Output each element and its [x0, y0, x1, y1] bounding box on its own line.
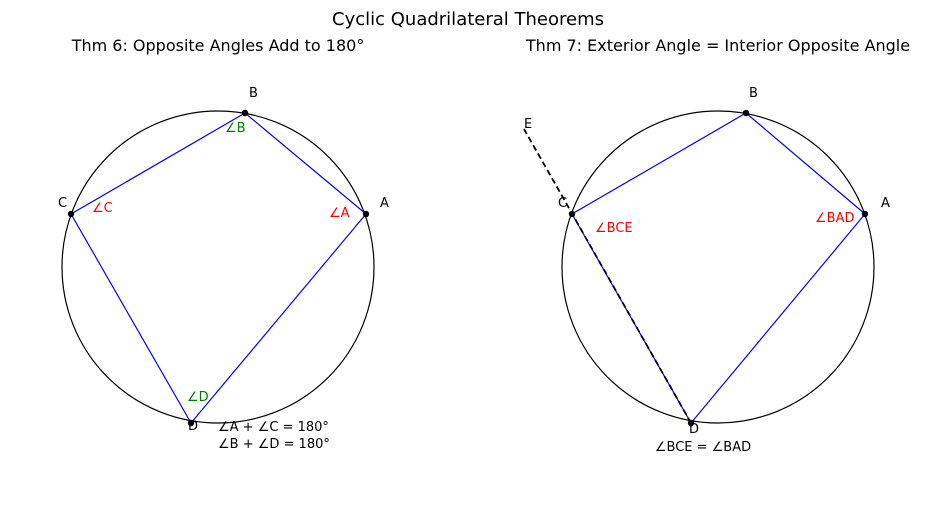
exterior-angle-note: ∠BCE = ∠BAD — [655, 440, 751, 455]
vertex-label-b: B — [249, 86, 258, 101]
vertex-label-c: C — [58, 196, 67, 211]
vertex-label-d: D — [689, 422, 699, 437]
vertex-point-a — [861, 210, 869, 218]
cyclic-quadrilateral — [70, 112, 367, 425]
vertex-label-a: A — [380, 196, 389, 211]
vertex-label-b: B — [749, 86, 758, 101]
panel-1-title: Thm 6: Opposite Angles Add to 180° — [71, 36, 365, 55]
circumcircle — [561, 110, 875, 424]
opposite-angles-note-2: ∠B + ∠D = 180° — [218, 437, 330, 452]
vertex-label-a: A — [881, 196, 890, 211]
cyclic-quadrilateral — [571, 112, 866, 425]
vertex-point-b — [241, 109, 249, 117]
angle-label-d: ∠D — [187, 390, 209, 405]
vertex-point-d — [687, 419, 695, 427]
vertex-label-d: D — [188, 419, 198, 434]
vertex-point-c — [568, 210, 576, 218]
exterior-angle-label: ∠BCE — [595, 221, 633, 236]
vertex-point-c — [67, 210, 75, 218]
interior-angle-label: ∠BAD — [815, 211, 854, 226]
vertex-label-c: C — [558, 196, 567, 211]
figure-title: Cyclic Quadrilateral Theorems — [332, 9, 604, 30]
angle-label-c: ∠C — [92, 201, 113, 216]
vertex-point-a — [362, 210, 370, 218]
angle-label-a: ∠A — [329, 206, 350, 221]
panel-theorem-7: Thm 7: Exterior Angle = Interior Opposit… — [523, 36, 910, 455]
vertex-point-b — [742, 109, 750, 117]
panel-2-title: Thm 7: Exterior Angle = Interior Opposit… — [525, 36, 910, 55]
angle-label-b: ∠B — [225, 121, 246, 136]
circumcircle — [61, 110, 375, 424]
vertex-label-e: E — [524, 117, 532, 132]
vertex-point-d — [187, 419, 195, 427]
opposite-angles-note-1: ∠A + ∠C = 180° — [218, 420, 329, 435]
panel-theorem-6: Thm 6: Opposite Angles Add to 180° A B C… — [58, 36, 389, 452]
